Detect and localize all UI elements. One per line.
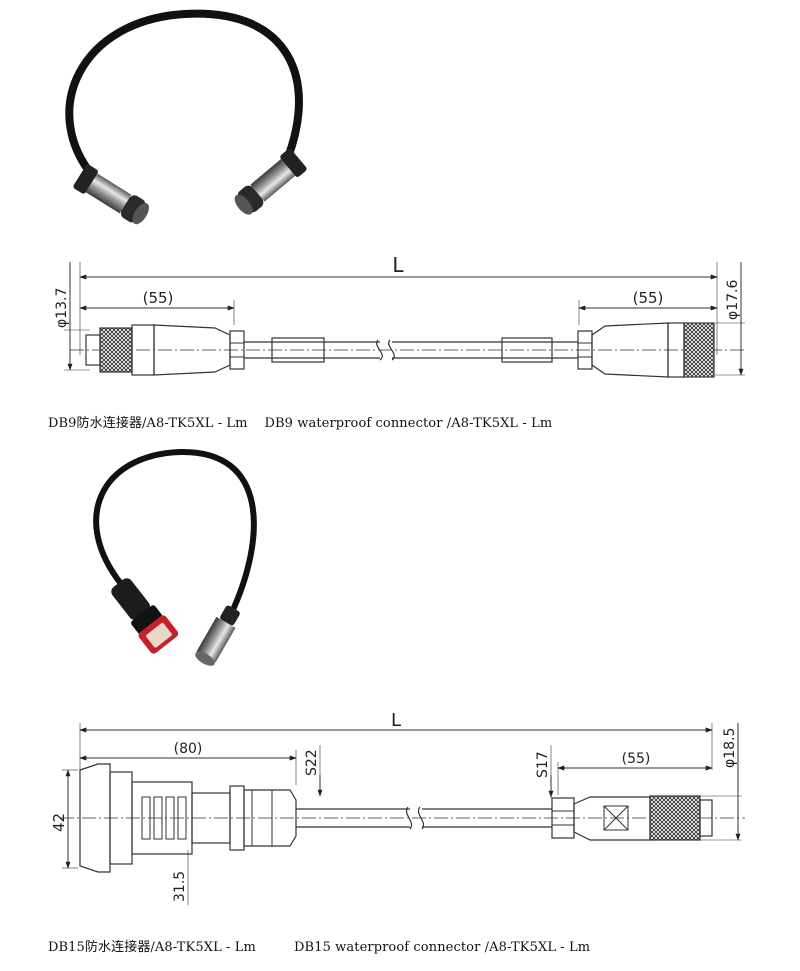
db9-right-diameter-label: φ17.6 [725,280,741,321]
db15-flange-height-label: 42 [50,813,68,832]
db15-left-length-label: (80) [174,741,203,757]
db9-cable-photo [65,9,307,225]
db15-caption: DB15防水连接器/A8-TK5XL - Lm DB15 waterproof … [48,940,591,955]
db15-dimension-labels: L (80) (55) 42 31.5 S22 S17 φ18.5 [50,710,738,902]
db15-right-diameter-label: φ18.5 [722,728,738,768]
db9-caption: DB9防水连接器/A8-TK5XL - Lm DB9 waterproof co… [48,416,553,431]
db15-right-nut-label: S17 [535,751,551,778]
db15-length-label: L [391,710,401,731]
db15-left-nut-label: S22 [304,749,320,776]
db9-left-length-label: (55) [143,289,174,307]
db9-right-length-label: (55) [633,289,664,307]
db9-dimension-drawing [64,262,745,378]
db15-cable-photo [93,448,257,666]
db9-dimension-labels: L (55) (55) φ13.7 φ17.6 [54,253,741,328]
db15-body-height-label: 31.5 [172,871,188,902]
db9-left-diameter-label: φ13.7 [54,288,70,328]
db9-length-label: L [392,253,404,277]
db15-right-length-label: (55) [622,751,651,767]
db15-dimension-drawing [60,723,745,905]
